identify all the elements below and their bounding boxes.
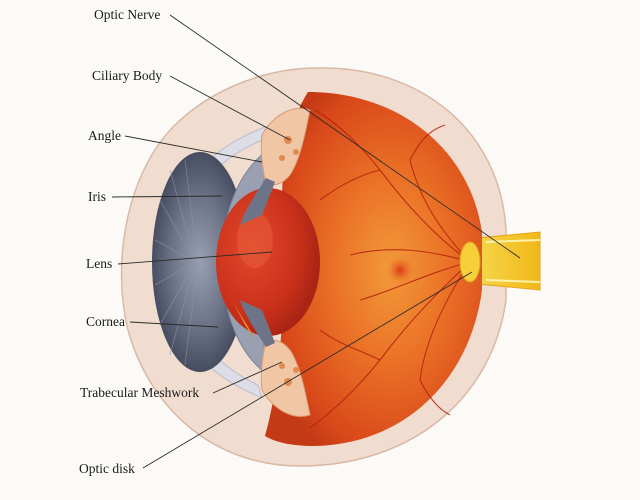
leader-optic-nerve: [169, 14, 521, 259]
label-ciliary-body: Ciliary Body: [92, 68, 163, 83]
label-cornea: Cornea: [86, 314, 125, 329]
ciliary-body-bottom: [232, 300, 311, 417]
label-optic-disk: Optic disk: [79, 461, 135, 476]
label-angle: Angle: [88, 128, 121, 143]
leader-ciliary-body: [169, 75, 291, 141]
label-iris: Iris: [88, 189, 106, 204]
label-lens: Lens: [86, 256, 113, 271]
leader-iris: [111, 195, 223, 198]
leader-lens: [117, 251, 273, 265]
iris-texture: [154, 159, 199, 366]
blood-vessels: [309, 109, 471, 429]
leader-trabecular-meshwork: [212, 361, 283, 394]
lens: [216, 188, 320, 336]
label-optic-nerve: Optic Nerve: [94, 7, 161, 22]
leader-cornea: [129, 321, 219, 328]
ciliary-body-top: [240, 108, 311, 225]
leader-optic-disk: [142, 271, 473, 469]
leader-lines: [111, 14, 521, 469]
label-trabecular-meshwork: Trabecular Meshwork: [80, 385, 200, 400]
optic-disk: [459, 241, 481, 283]
retina: [265, 92, 482, 446]
leader-angle: [124, 135, 263, 163]
iris: [152, 152, 248, 372]
fovea: [386, 256, 414, 284]
